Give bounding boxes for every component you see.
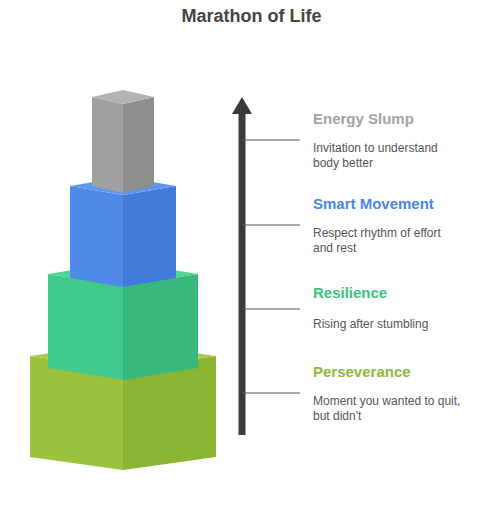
cube-face — [48, 274, 123, 380]
cube-face — [123, 186, 176, 287]
level-heading: Resilience — [313, 284, 387, 301]
level-description: Rising after stumbling — [313, 317, 463, 332]
level-heading: Perseverance — [313, 363, 411, 380]
leader-line — [242, 309, 300, 310]
level-description: Invitation to understand body better — [313, 141, 463, 171]
level-description: Moment you wanted to quit, but didn't — [313, 394, 463, 424]
cube-face — [92, 97, 123, 193]
leader-line — [242, 393, 300, 394]
arrow-head — [232, 97, 252, 114]
top-cube — [92, 90, 154, 193]
diagram-title: Marathon of Life — [0, 6, 503, 27]
cube-face — [123, 97, 154, 193]
leader-line — [242, 140, 300, 141]
cube-face — [123, 274, 198, 380]
third-cube — [70, 177, 176, 287]
level-heading: Smart Movement — [313, 195, 434, 212]
axis-arrow — [239, 110, 246, 435]
level-heading: Energy Slump — [313, 110, 414, 127]
leader-line — [242, 225, 300, 226]
level-description: Respect rhythm of effort and rest — [313, 226, 463, 256]
cube-face — [92, 90, 154, 104]
cube-face — [70, 186, 123, 287]
